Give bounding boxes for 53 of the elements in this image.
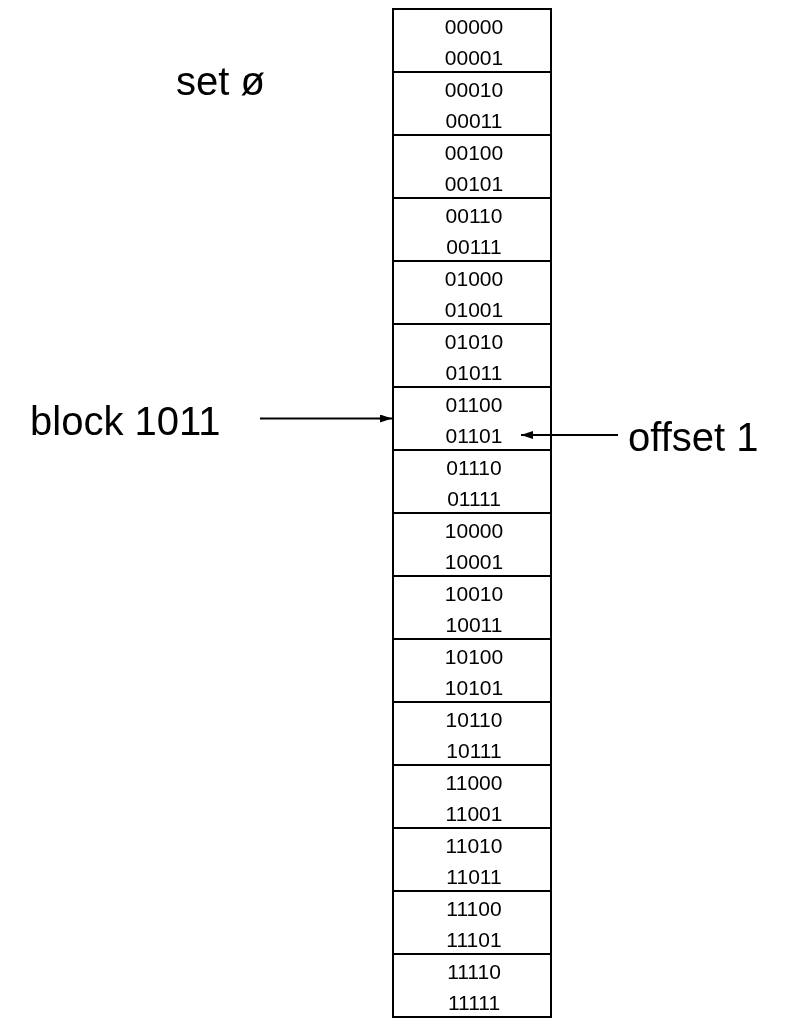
memory-block	[392, 827, 552, 892]
address-text: 01110	[427, 451, 521, 483]
address-text: 10000	[427, 514, 521, 546]
address-text: 01001	[427, 293, 521, 325]
address-text: 00111	[427, 230, 521, 262]
arrow	[520, 431, 619, 439]
address-text: 10011	[427, 608, 521, 640]
memory-block	[392, 197, 552, 262]
address-text: 01000	[427, 262, 521, 294]
set-label: set ø	[176, 58, 265, 104]
address-text: 10010	[427, 577, 521, 609]
memory-block	[392, 71, 552, 136]
memory-block	[392, 449, 552, 514]
address-text: 11111	[427, 986, 521, 1018]
address-text: 01101	[427, 419, 521, 451]
address-text: 00101	[427, 167, 521, 199]
address-text: 01111	[427, 482, 521, 514]
address-text: 00010	[427, 73, 521, 105]
address-text: 01100	[427, 388, 521, 420]
arrow	[259, 414, 393, 423]
address-text: 00100	[427, 136, 521, 168]
pointer-label: offset 1	[628, 414, 778, 460]
address-text: 00001	[427, 41, 521, 73]
pointer-label: block 1011	[30, 398, 250, 444]
address-text: 11101	[427, 923, 521, 955]
address-text: 11011	[427, 860, 521, 892]
memory-block	[392, 134, 552, 199]
memory-block	[392, 953, 552, 1018]
memory-block	[392, 701, 552, 766]
address-text: 11110	[427, 955, 521, 987]
memory-block	[392, 8, 552, 73]
memory-block	[392, 386, 552, 451]
address-text: 00110	[427, 199, 521, 231]
memory-block	[392, 512, 552, 577]
memory-block	[392, 575, 552, 640]
memory-block	[392, 260, 552, 325]
address-text: 01010	[427, 325, 521, 357]
address-text: 01011	[427, 356, 521, 388]
address-text: 11100	[427, 892, 521, 924]
memory-block	[392, 764, 552, 829]
memory-block	[392, 890, 552, 955]
address-text: 00000	[427, 10, 521, 42]
memory-block	[392, 638, 552, 703]
address-text: 10101	[427, 671, 521, 703]
address-text: 10001	[427, 545, 521, 577]
address-text: 10111	[427, 734, 521, 766]
address-text: 10100	[427, 640, 521, 672]
address-text: 11000	[427, 766, 521, 798]
address-text: 11001	[427, 797, 521, 829]
address-text: 10110	[427, 703, 521, 735]
address-text: 00011	[427, 104, 521, 136]
memory-block	[392, 323, 552, 388]
address-text: 11010	[427, 829, 521, 861]
